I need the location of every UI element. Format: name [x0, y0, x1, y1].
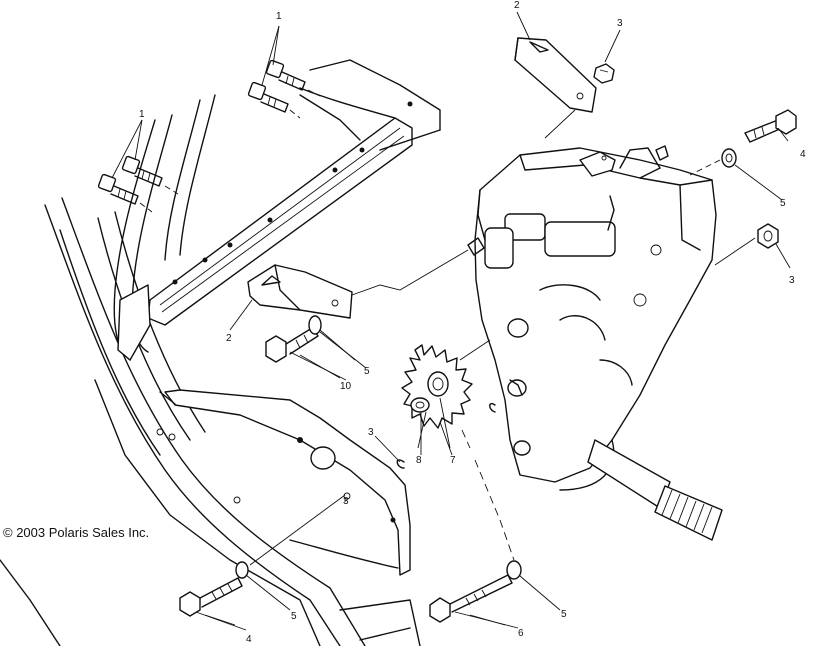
callout-3: 3 — [343, 496, 349, 507]
bolt-4-right — [744, 109, 797, 143]
frame-rails — [0, 94, 421, 646]
sprocket-7 — [401, 344, 473, 429]
callout-5: 5 — [561, 609, 567, 620]
clip-3-lower — [396, 459, 405, 469]
copyright-notice: © 2003 Polaris Sales Inc. — [3, 525, 150, 540]
washer-5-mid — [308, 315, 322, 335]
washer-5-right — [721, 148, 737, 168]
callout-5: 5 — [291, 611, 297, 622]
callout-1: 1 — [276, 11, 282, 22]
callout-5: 5 — [780, 198, 786, 209]
upper-rail — [117, 59, 441, 361]
bolt-1-left-b — [97, 173, 139, 205]
callout-2: 2 — [226, 333, 232, 344]
washer-5-bottom-right — [506, 560, 522, 580]
callout-leaders — [111, 11, 791, 631]
bolt-1-upper-a — [265, 59, 306, 91]
callout-3: 3 — [617, 18, 623, 29]
bracket-2-middle — [247, 264, 353, 319]
bolt-4-bottom — [179, 577, 243, 617]
callout-8: 8 — [416, 455, 422, 466]
callout-1: 1 — [139, 109, 145, 120]
callout-7: 7 — [450, 455, 456, 466]
callout-5: 5 — [364, 366, 370, 377]
callout-2: 2 — [514, 0, 520, 11]
mounting-plate — [159, 389, 411, 576]
bolt-6 — [429, 574, 513, 623]
bracket-2-top — [514, 37, 597, 113]
nut-3-top — [593, 63, 615, 84]
callout-3: 3 — [368, 427, 374, 438]
nut-3-right — [757, 223, 779, 249]
callout-10: 10 — [340, 381, 352, 392]
bolt-1-left-a — [121, 155, 163, 187]
callout-4: 4 — [246, 634, 252, 645]
lock-washer-8 — [410, 397, 430, 413]
callout-4: 4 — [800, 149, 806, 160]
bolt-10 — [265, 327, 319, 363]
callout-6: 6 — [518, 628, 524, 639]
transmission-housing — [467, 145, 717, 491]
bolt-1-upper-b — [247, 81, 289, 113]
callout-3: 3 — [789, 275, 795, 286]
washer-5-bottom-left — [235, 561, 249, 579]
output-shaft — [587, 439, 723, 541]
